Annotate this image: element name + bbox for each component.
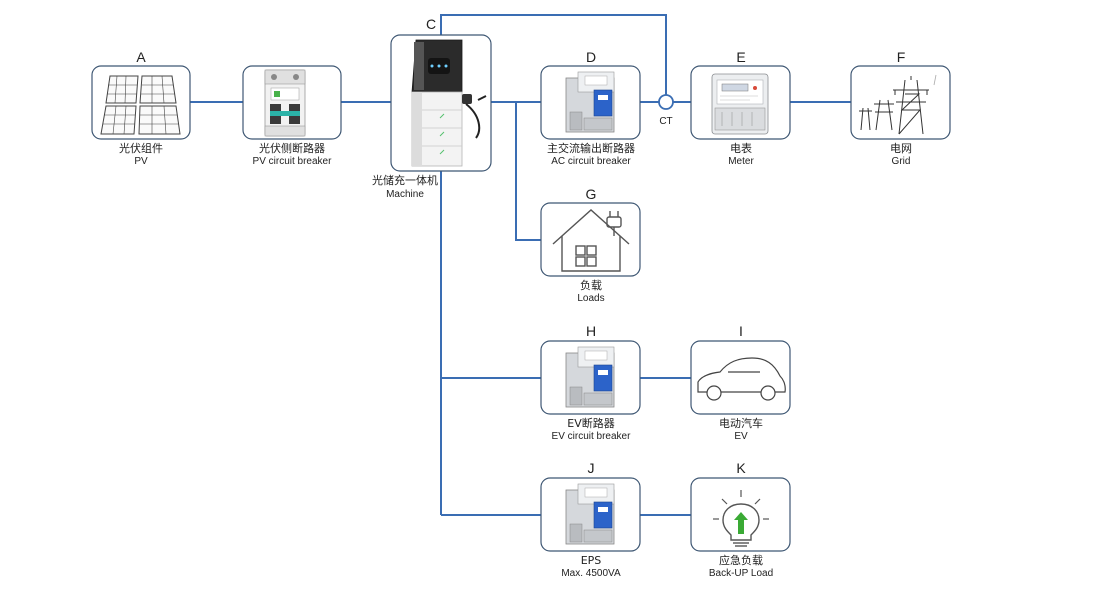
wire-machine-to-ct [440,14,667,102]
node-e-meter[interactable]: E 电表 Meter [690,49,791,167]
node-letter: C [426,16,436,32]
node-c-machine[interactable]: C 光储充一体机 Machine [372,16,492,200]
node-label-cn: 电网 [890,142,912,155]
node-label-cn: 电动汽车 [719,416,763,430]
node-box [690,340,791,415]
car-icon [697,357,786,401]
node-label-en: AC circuit breaker [551,156,631,167]
node-h-ev-breaker[interactable]: H EV断路器 EV circuit breaker [540,323,641,442]
house-plug-icon [552,209,630,272]
node-k-backup-load[interactable]: K 应急负载 Back-UP Load [690,460,791,579]
node-label-en: Back-UP Load [709,568,773,579]
node-letter: I [739,323,743,339]
node-label-en: Grid [892,156,911,167]
breaker-icon [264,69,306,137]
node-label-en: Max. 4500VA [561,568,621,579]
node-a-pv[interactable]: A 光伏组件 PV [91,49,191,167]
meter-icon [711,73,769,135]
breaker-icon [565,71,615,133]
node-label-cn: 光伏侧断路器 [259,141,325,155]
node-label-en: Meter [728,156,754,167]
ct-ring-icon [658,94,674,110]
node-i-ev[interactable]: I 电动汽车 EV [690,323,791,442]
node-f-grid[interactable]: F 电网 Grid [850,49,951,167]
node-letter: H [586,323,596,339]
node-label-cn: 负载 [580,278,602,292]
node-g-loads[interactable]: G 负载 Loads [540,186,641,304]
wire-to-loads [515,102,541,241]
ct-label: CT [659,116,672,127]
node-letter: J [588,460,595,476]
node-label-en: Loads [577,293,604,304]
node-label-cn: EPS [581,554,602,567]
breaker-icon [565,483,615,545]
node-label-cn: EV断路器 [567,416,614,430]
node-b-pv-breaker[interactable]: 光伏侧断路器 PV circuit breaker [242,65,342,167]
node-letter: K [736,460,746,476]
node-letter: A [136,49,146,65]
node-letter: E [736,49,745,65]
node-label-cn: 主交流输出断路器 [547,141,635,155]
inverter-charger-icon [411,39,487,167]
node-label-en: PV [134,156,148,167]
power-tower-icon [859,74,937,135]
node-d-ac-breaker[interactable]: D 主交流输出断路器 AC circuit breaker [540,49,641,167]
node-letter: D [586,49,596,65]
lightbulb-icon [713,490,769,547]
breaker-icon [565,346,615,408]
node-j-eps-breaker[interactable]: J EPS Max. 4500VA [540,460,641,579]
node-letter: G [586,186,597,202]
node-label-cn: 电表 [730,141,752,155]
node-label-en: EV [734,431,748,442]
node-label-cn: 应急负载 [719,553,763,567]
node-letter: F [897,49,906,65]
node-box [540,202,641,277]
ct-sensor: CT [658,94,674,127]
solar-panel-icon [100,75,181,135]
node-label-cn: 光伏组件 [119,141,163,155]
node-label-en: Machine [386,189,424,200]
node-label-en: EV circuit breaker [552,431,632,442]
node-label-cn: 光储充一体机 [372,173,438,187]
node-label-en: PV circuit breaker [253,156,333,167]
